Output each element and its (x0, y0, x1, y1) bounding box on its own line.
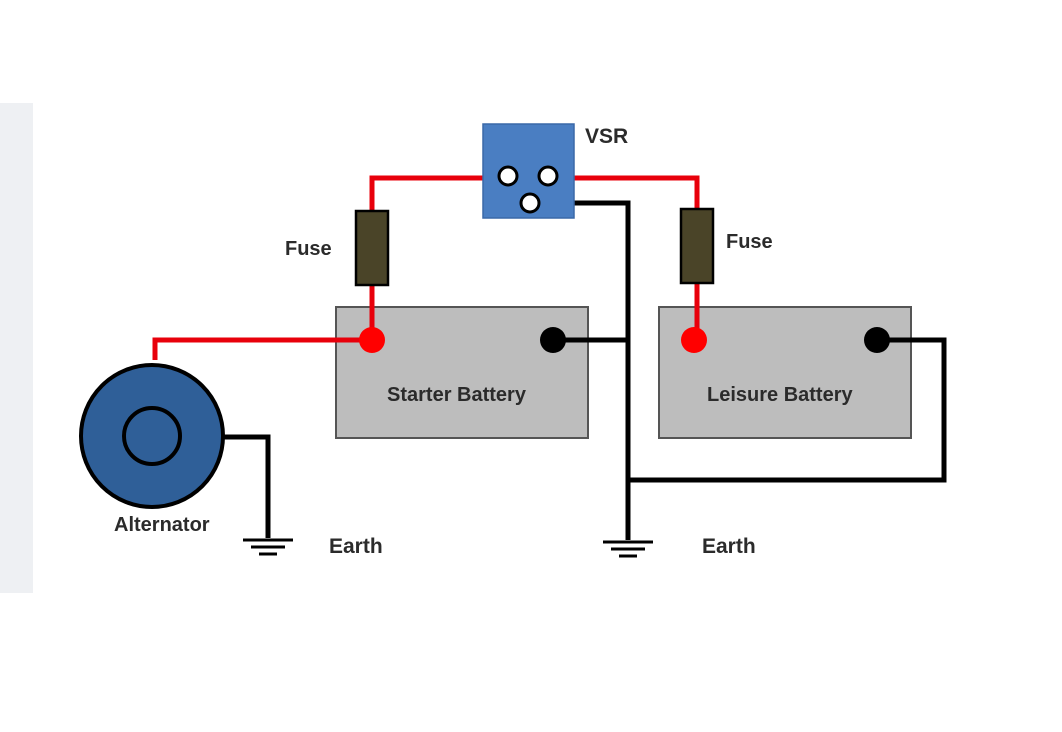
side-panel (0, 103, 33, 593)
earth-right-label: Earth (702, 535, 756, 558)
earth-symbol-left (243, 538, 293, 556)
leisure-positive-terminal (681, 327, 707, 353)
alternator (79, 363, 225, 509)
fuse-left (354, 209, 390, 287)
vsr-output-terminal (537, 165, 559, 187)
leisure-battery-label: Leisure Battery (707, 384, 853, 406)
fuse-right (679, 207, 715, 285)
alternator-hub (122, 406, 182, 466)
starter-positive-terminal (359, 327, 385, 353)
alternator-label: Alternator (114, 514, 210, 536)
starter-battery-label: Starter Battery (387, 384, 526, 406)
vsr-to-leisure-fuse-wire (548, 175, 700, 340)
leisure-negative-wire (628, 337, 947, 483)
alternator-to-starter-positive-wire (152, 337, 372, 360)
vsr-label: VSR (585, 125, 629, 148)
starter-negative-terminal (540, 327, 566, 353)
alternator-earth-wire (220, 434, 271, 538)
earth-symbol-right (603, 540, 653, 558)
earth-left-label: Earth (329, 535, 383, 558)
leisure-negative-terminal (864, 327, 890, 353)
vsr-earth-terminal (519, 192, 541, 214)
leisure-battery (658, 306, 912, 439)
fuse-left-label: Fuse (285, 238, 332, 260)
fuse-right-label: Fuse (726, 231, 773, 253)
vsr-input-terminal (497, 165, 519, 187)
